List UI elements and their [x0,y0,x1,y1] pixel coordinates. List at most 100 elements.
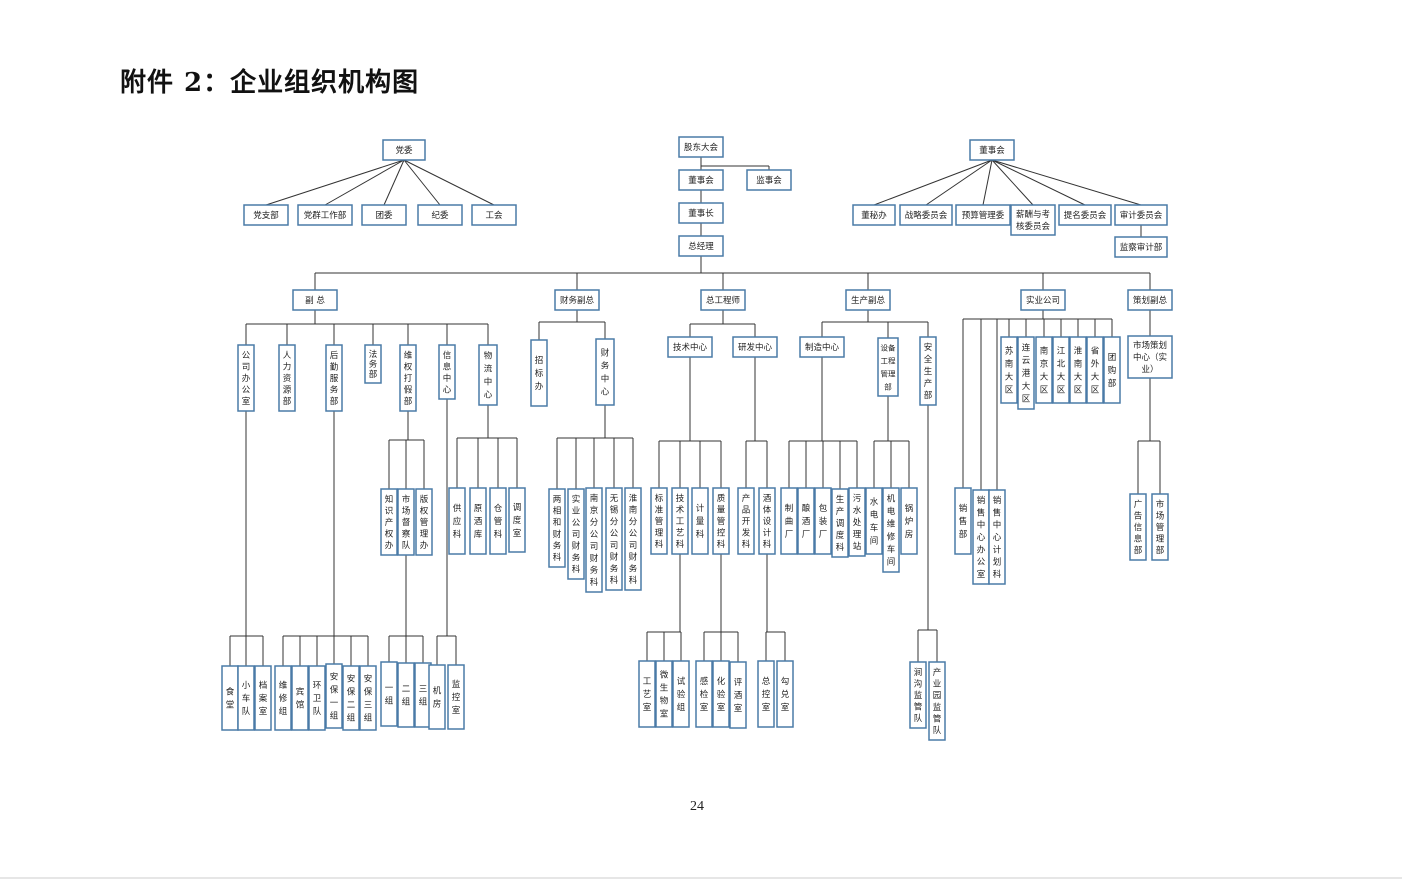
org-node-box [428,664,446,730]
org-node-label: 纪委 [431,210,449,221]
org-node-label: 仓管科 [494,503,503,540]
org-node-fuzong: 副 总 [292,289,338,311]
org-node-niangjiu: 酿酒厂 [797,487,815,555]
org-node-label: 工会 [485,210,503,221]
org-node-dongmiban: 董秘办 [852,204,896,226]
org-node-box [567,488,585,580]
org-node-dangwei: 党委 [382,139,426,161]
org-node-label: 环卫队 [313,681,322,717]
org-node-xiaoche: 小车队 [237,665,255,731]
connector-lines [229,157,1161,666]
org-node-nanjing: 南京大区 [1035,336,1053,404]
org-node-label: 公司办公室 [242,351,251,407]
org-node-shengchanfz: 生产副总 [845,289,891,311]
org-node-label: 市场管理部 [1156,499,1165,556]
org-node-shebei: 设备工程管理部 [877,337,899,397]
org-node-label: 安保二组 [347,674,356,724]
org-node-box [1127,335,1173,379]
org-node-label: 生产调度科 [836,494,845,553]
org-node-label: 南京大区 [1040,346,1049,396]
org-node-zhiliang: 质量管控科 [712,487,730,555]
org-node-jiancha: 监察审计部 [1114,236,1168,258]
org-node-label: 销售中心办公室 [977,495,986,580]
org-node-wuliu: 物流中心 [478,344,498,406]
org-node-label: 安全生产部 [924,342,933,401]
org-node-label: 宾馆 [296,687,305,711]
org-node-box [359,665,377,731]
org-node-shenji: 审计委员会 [1114,204,1168,226]
org-node-box [695,660,713,728]
org-node-label: 研发中心 [738,342,773,353]
org-node-box [780,487,798,555]
org-node-box [678,169,724,191]
org-node-zhaobiao: 招标办 [530,339,548,407]
org-node-label: 工艺室 [643,677,652,713]
org-node-box [382,139,426,161]
org-node-box [691,487,709,555]
org-node-box [969,139,1015,161]
org-node-label: 董事长 [688,208,714,219]
org-node-box [746,169,792,191]
org-node-box [1114,204,1168,226]
org-node-box [415,488,433,556]
org-node-xinchou: 薪酬与考核委员会 [1010,204,1056,236]
org-node-label: 酒体设计科 [763,494,772,550]
org-node-box [364,344,382,384]
org-node-label: 无锡分公司财务科 [610,494,619,586]
org-node-box [508,487,526,553]
org-node-label: 锅炉房 [905,503,914,540]
org-node-box [797,487,815,555]
fan-line [383,159,405,206]
org-node-box [1069,336,1087,404]
org-node-label: 二组 [402,685,411,708]
org-node-box [700,289,746,311]
org-node-box [667,336,713,358]
org-node-label: 人力资源部 [283,351,292,407]
org-node-box [928,661,946,741]
org-node-weiquan: 维权打假部 [399,344,417,412]
org-node-box [650,487,668,555]
org-node-box [757,660,775,728]
org-node-box [678,235,724,257]
fan-line [982,159,993,206]
org-node-xiaoshoujh: 销售中心计划科 [988,489,1006,585]
org-node-tuangou: 团购部 [1103,336,1121,404]
org-node-yuanjiu: 原酒库 [469,487,487,555]
org-node-box [954,487,972,555]
org-node-box [548,488,566,568]
org-node-gonghui: 工会 [471,204,517,226]
org-node-box [291,665,309,731]
fan-line [324,159,405,206]
org-node-jianshi: 感检室 [695,660,713,728]
org-node-box [530,339,548,407]
org-node-label: 两相和财务科 [553,495,562,563]
org-node-label: 销售部 [959,503,968,540]
org-node-label: 监事会 [756,175,782,186]
org-node-yanfazx: 研发中心 [732,336,778,358]
org-node-box [342,665,360,731]
org-node-box [1010,204,1056,236]
org-node-box [297,204,353,226]
org-node-box [638,660,656,728]
org-node-lianghuai: 两相和财务科 [548,488,566,568]
org-node-box [397,662,415,728]
org-node-label: 市场策划中心（实业） [1133,340,1167,375]
org-node-box [899,204,953,226]
org-node-label: 党群工作部 [304,210,347,221]
org-node-label: 三组 [419,685,428,708]
org-node-caiwuzx: 财务中心 [595,338,615,406]
fan-line [991,159,1086,206]
org-node-label: 设备工程管理部 [881,343,896,392]
org-node-guolu: 锅炉房 [900,487,918,555]
org-node-box [397,488,415,556]
org-node-box [380,488,398,556]
org-node-caiwufz: 财务副总 [554,289,600,311]
org-node-shiye: 实业公司 [1020,289,1066,311]
org-node-tuanwei: 团委 [361,204,407,226]
org-node-box [831,488,849,558]
org-node-label: 后勤服务部 [330,350,339,407]
org-node-jiuti: 酒体设计科 [758,487,776,555]
org-node-box [448,487,466,555]
org-node-cangguan: 仓管科 [489,487,507,555]
org-node-jiangbei: 江北大区 [1052,336,1070,404]
